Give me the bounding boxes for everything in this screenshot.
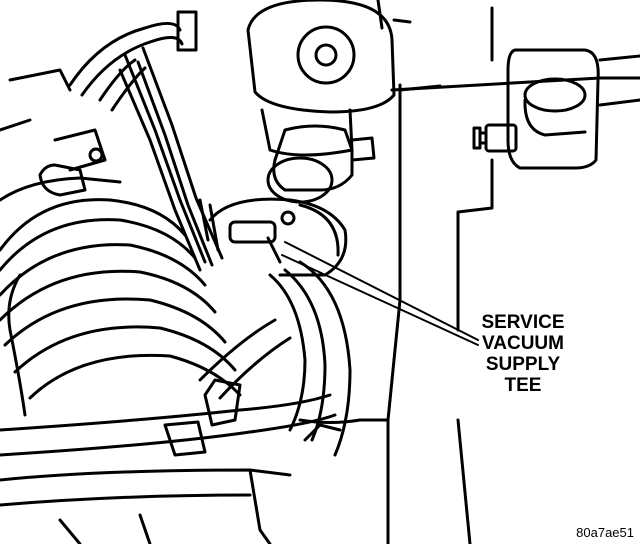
callout-line-3: SUPPLY <box>485 354 561 375</box>
lower-engine-section <box>0 468 292 544</box>
mounting-bracket <box>506 48 640 170</box>
figure-code: 80a7ae51 <box>576 525 634 540</box>
callout-label: SERVICE VACUUM SUPPLY TEE <box>448 312 598 396</box>
callout-line-4: TEE <box>504 375 542 396</box>
callout-line-2: VACUUM <box>482 333 564 354</box>
stud-and-nut <box>472 123 518 153</box>
corrugated-intake-hose <box>0 176 242 417</box>
heater-hoses <box>0 260 390 457</box>
round-component <box>246 0 412 157</box>
vacuum-hoses-upper <box>68 10 224 272</box>
fender-panel <box>386 6 640 544</box>
service-vacuum-supply-tee <box>198 197 348 277</box>
valve-body <box>266 124 376 204</box>
callout-line-1: SERVICE <box>481 312 565 333</box>
callout-leader-line <box>281 241 479 346</box>
sensor-fitting <box>0 68 107 197</box>
